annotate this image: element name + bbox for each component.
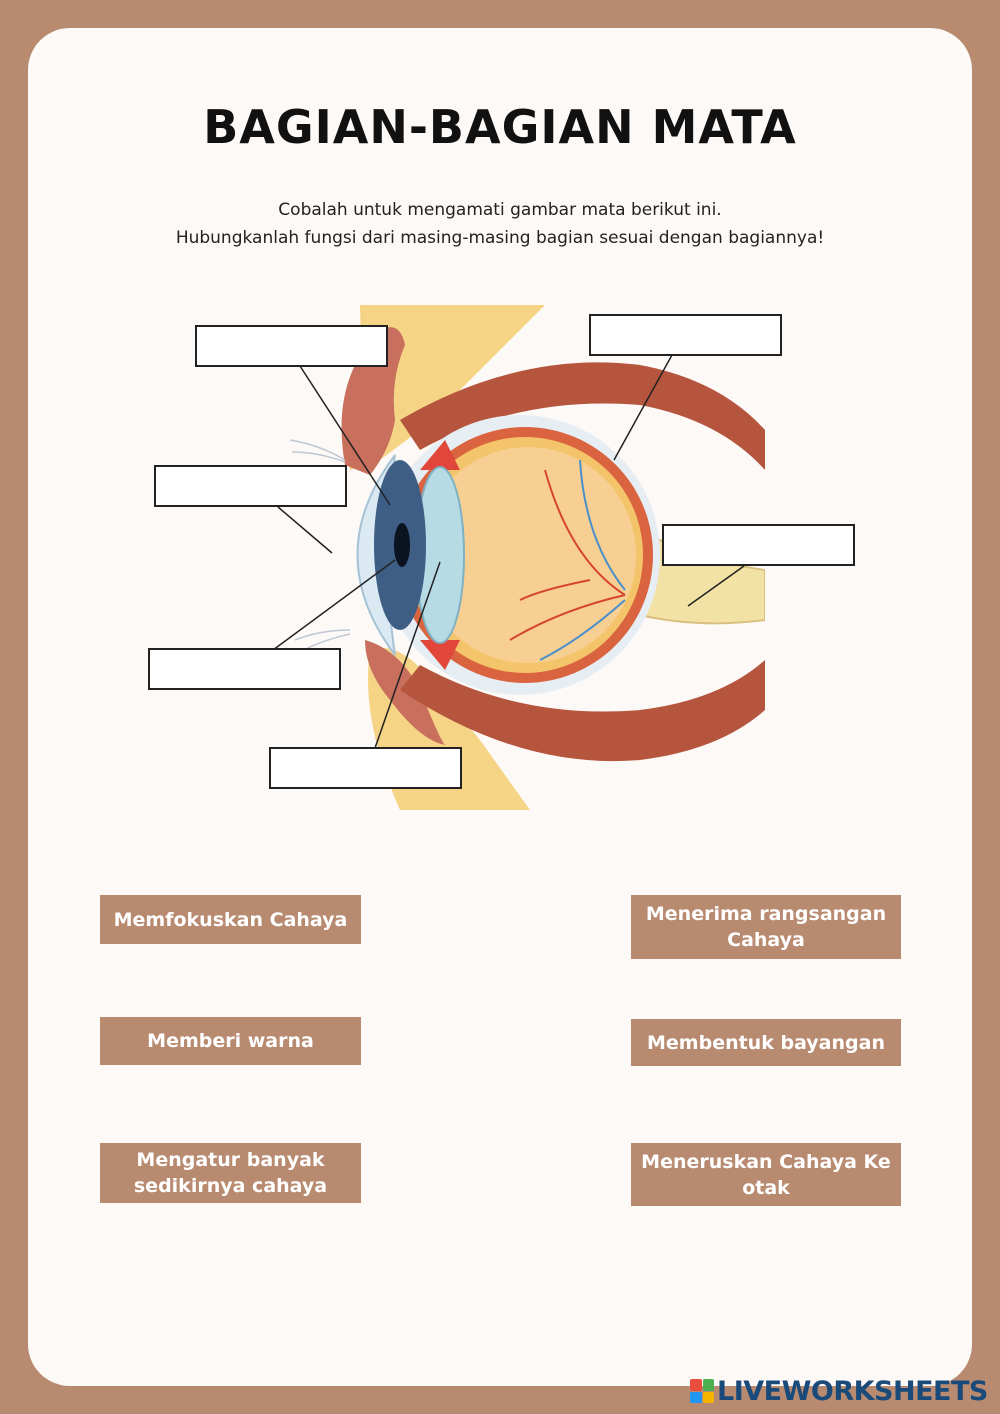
blank-label-box-2[interactable] — [589, 314, 782, 356]
function-card-memberi-warna[interactable]: Memberi warna — [100, 1017, 361, 1065]
vitreous-body — [420, 447, 636, 663]
pupil — [394, 523, 410, 567]
blood-vessels — [509, 469, 626, 641]
function-card-memfokuskan[interactable]: Memfokuskan Cahaya — [100, 895, 361, 944]
instruction-line-2: Hubungkanlah fungsi dari masing-masing b… — [175, 228, 825, 248]
leader-lines — [272, 354, 745, 749]
instruction-line-1: Cobalah untuk mengamati gambar mata beri… — [278, 200, 722, 220]
liveworksheets-logo-icon — [690, 1379, 714, 1403]
liveworksheets-brand[interactable]: LIVEWORKSHEETS — [690, 1375, 988, 1407]
blank-label-box-1[interactable] — [195, 325, 388, 367]
lower-muscle — [400, 660, 765, 762]
function-card-menerima-rangsangan[interactable]: Menerima rangsangan Cahaya — [631, 895, 901, 959]
function-card-mengatur-cahaya[interactable]: Mengatur banyak sedikirnya cahaya — [100, 1143, 361, 1203]
blank-label-box-5[interactable] — [148, 648, 341, 690]
upper-muscle — [400, 362, 765, 470]
function-card-meneruskan-cahaya[interactable]: Meneruskan Cahaya Ke otak — [631, 1143, 901, 1206]
brand-name: LIVEWORKSHEETS — [717, 1375, 988, 1407]
blank-label-box-4[interactable] — [662, 524, 855, 566]
page-title: BAGIAN-BAGIAN MATA — [203, 100, 797, 154]
blank-label-box-6[interactable] — [269, 747, 462, 789]
function-card-membentuk-bayangan[interactable]: Membentuk bayangan — [631, 1019, 901, 1066]
blank-label-box-3[interactable] — [154, 465, 347, 507]
